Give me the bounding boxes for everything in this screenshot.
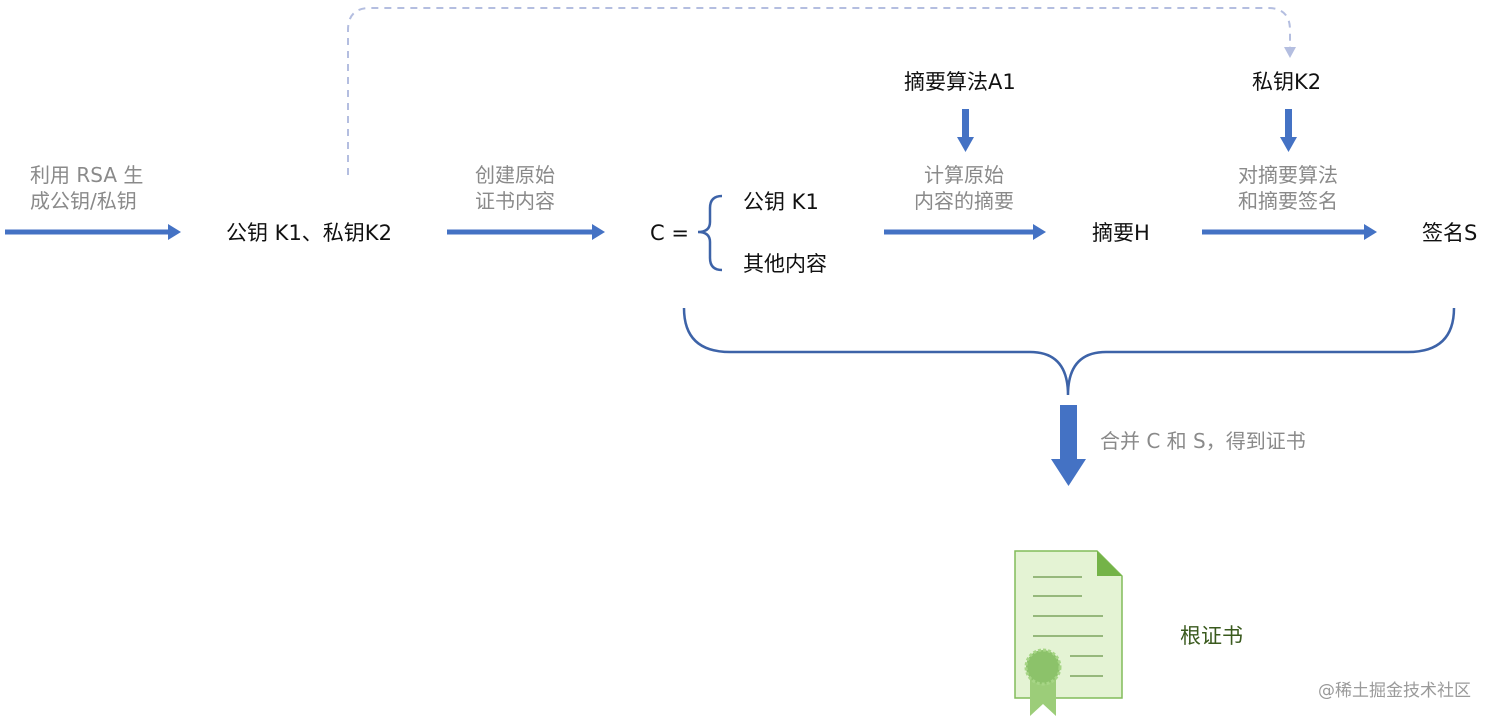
compute-digest-label-line2: 内容的摘要 (914, 189, 1014, 213)
create-content-label-line1: 创建原始 (475, 163, 555, 187)
dashed-connector-arrowhead (1284, 47, 1296, 58)
arrow-down-merge (1051, 405, 1086, 486)
arrow-generate-keys (5, 224, 181, 240)
content-brace (697, 194, 723, 272)
c-equals-label: C = (650, 221, 689, 245)
certificate-ribbon (1030, 676, 1056, 716)
certificate-icon (1014, 550, 1123, 716)
certificate-seal (1024, 648, 1062, 686)
root-certificate-label: 根证书 (1180, 624, 1243, 648)
arrow-create-content (447, 224, 605, 240)
public-key-k1-label: 公钥 K1 (743, 190, 819, 214)
keys-label: 公钥 K1、私钥K2 (226, 221, 392, 245)
private-key-k2-label: 私钥K2 (1252, 70, 1322, 94)
watermark: @稀土掘金技术社区 (1318, 681, 1471, 701)
sign-digest-label-line1: 对摘要算法 (1238, 163, 1338, 187)
arrow-down-digest-algo (957, 109, 974, 152)
merge-label: 合并 C 和 S，得到证书 (1100, 429, 1306, 453)
sign-digest-label-line2: 和摘要签名 (1238, 189, 1338, 213)
create-content-label-line2: 证书内容 (475, 189, 555, 213)
generate-rsa-label-line1: 利用 RSA 生 (30, 163, 144, 187)
dashed-connector (347, 7, 1291, 175)
arrow-down-private-key (1280, 109, 1297, 152)
arrow-compute-digest (884, 224, 1046, 240)
digest-algorithm-label: 摘要算法A1 (904, 70, 1016, 94)
merge-brace (682, 307, 1456, 396)
compute-digest-label-line1: 计算原始 (924, 163, 1004, 187)
other-content-label: 其他内容 (743, 252, 827, 276)
signature-s-label: 签名S (1422, 221, 1478, 245)
digest-h-label: 摘要H (1092, 221, 1150, 245)
generate-rsa-label-line2: 成公钥/私钥 (30, 189, 137, 213)
arrow-sign-digest (1202, 224, 1377, 240)
